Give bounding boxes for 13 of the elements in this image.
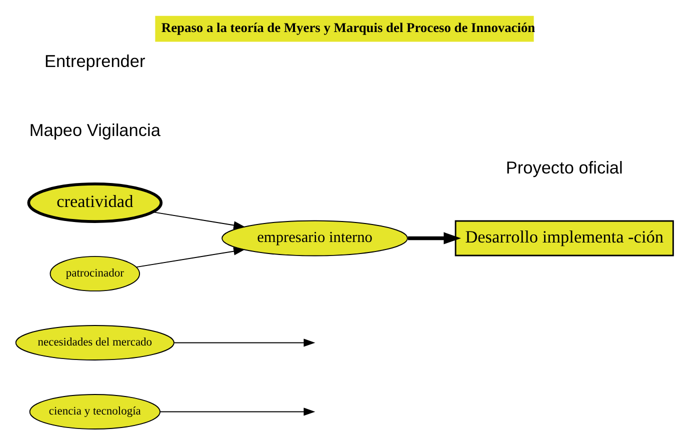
arrow xyxy=(174,338,316,347)
arrow xyxy=(160,408,316,416)
arrow xyxy=(408,232,462,244)
label: Entreprender xyxy=(44,51,146,72)
arrow xyxy=(136,247,246,268)
node-ellipse: patrocinador xyxy=(50,256,140,292)
node-ellipse: ciencia y tecnología xyxy=(29,394,160,430)
node-ellipse: creatividad xyxy=(27,182,163,223)
node-ellipse: necesidades del mercado xyxy=(15,324,174,360)
node-box: Desarrollo implementa -ción xyxy=(454,220,674,256)
arrow xyxy=(152,212,246,230)
label: Proyecto oficial xyxy=(506,157,623,178)
label: Mapeo Vigilancia xyxy=(29,120,160,140)
